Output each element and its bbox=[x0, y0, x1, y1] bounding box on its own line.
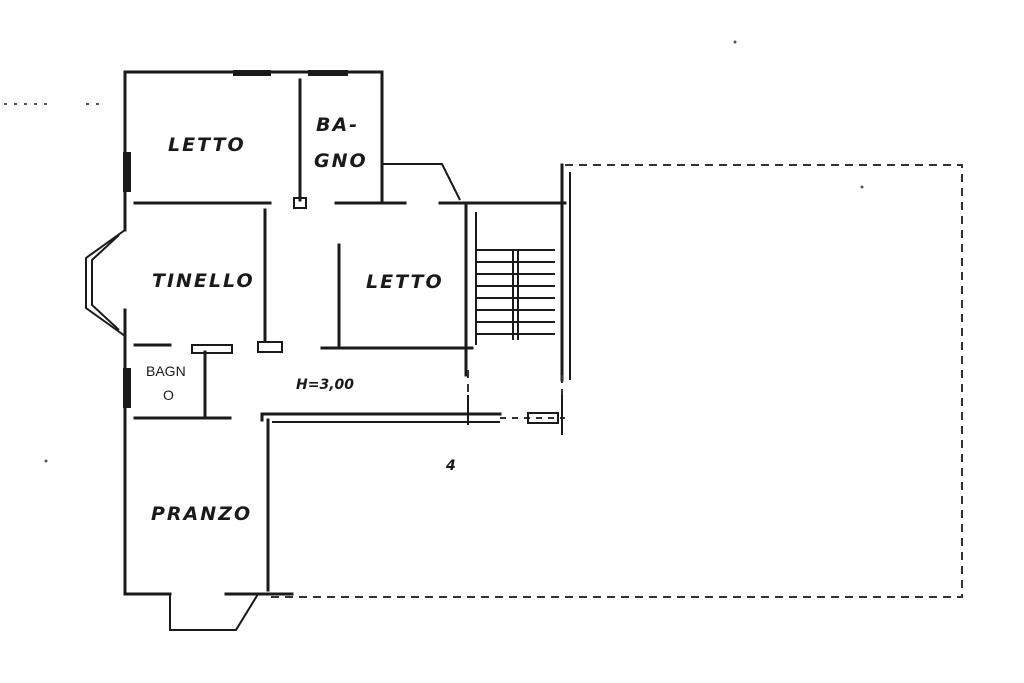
dashed-outline bbox=[270, 164, 963, 598]
room-label-bagno-top-line1: BA- bbox=[316, 114, 359, 136]
height-note: H=3,00 bbox=[296, 377, 354, 393]
staircase bbox=[475, 212, 555, 345]
room-label-pranzo: PRANZO bbox=[151, 503, 252, 525]
interior-walls bbox=[133, 78, 571, 435]
room-label-tinello: TINELLO bbox=[152, 270, 255, 292]
stray-marks bbox=[4, 40, 864, 463]
mark-label: 4 bbox=[445, 458, 456, 474]
room-label-letto-nw: LETTO bbox=[168, 134, 246, 156]
outer-walls bbox=[85, 70, 384, 631]
room-label-bagno-small-line2: O bbox=[163, 387, 174, 403]
room-label-bagno-small-line1: BAGN bbox=[146, 363, 186, 379]
room-label-bagno-top-line2: GNO bbox=[314, 150, 368, 172]
room-label-letto-center: LETTO bbox=[366, 271, 444, 293]
